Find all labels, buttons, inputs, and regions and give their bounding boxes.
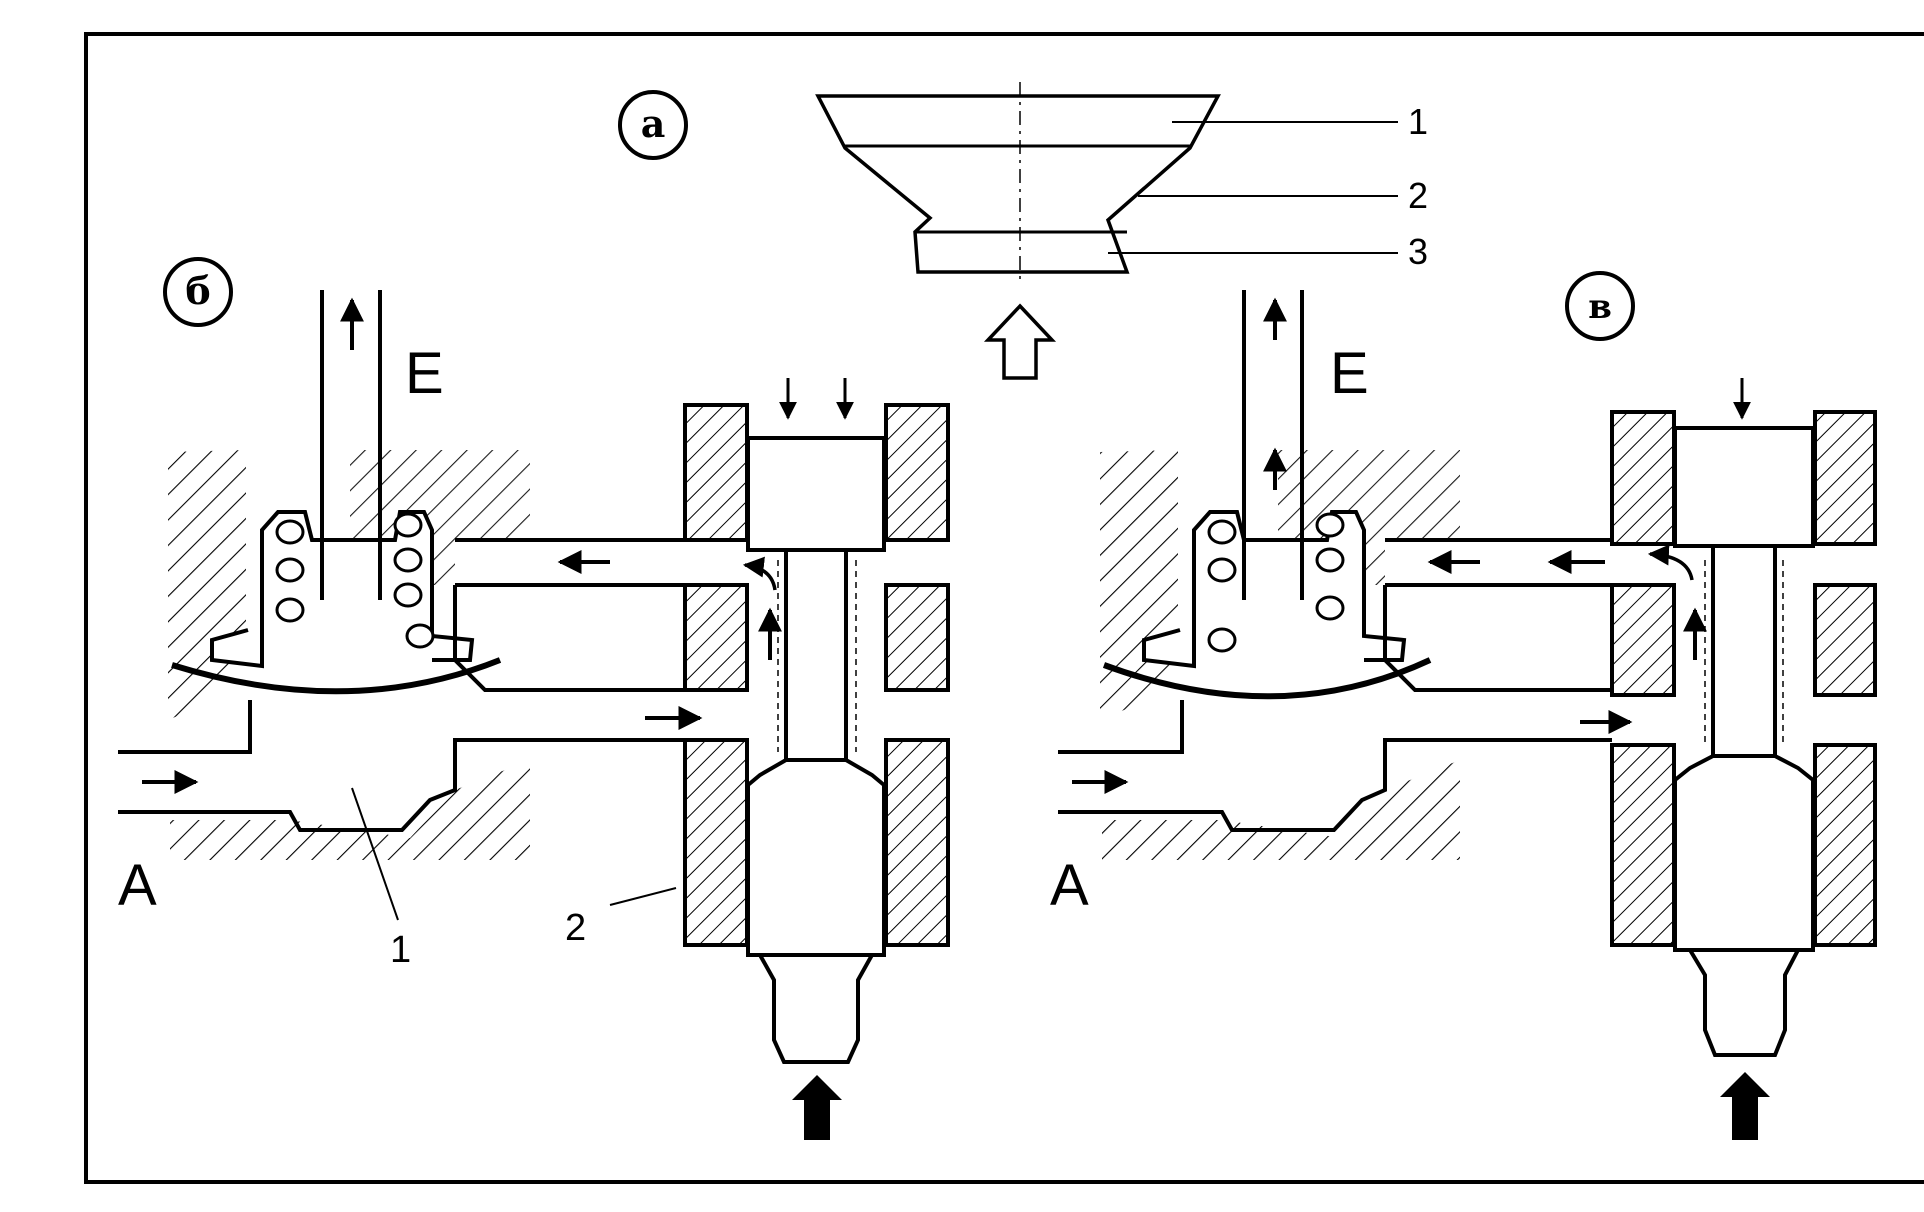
hollow-up-arrow-icon <box>983 303 1057 380</box>
panel-a: 1 2 3 а <box>618 82 1428 380</box>
block-upper-left <box>683 403 749 542</box>
plunger <box>746 436 886 1064</box>
panel-marker-circle-c <box>1565 271 1635 341</box>
panel-marker-circle-a <box>618 90 688 160</box>
block-middle-right <box>884 583 950 692</box>
callout-body: 2 <box>565 907 586 949</box>
block-lower-right-c <box>1813 743 1877 947</box>
housing-hatch-lower <box>170 760 530 860</box>
callout-membrane: 1 <box>390 929 411 971</box>
valve-body <box>210 510 475 669</box>
block-lower-left <box>683 738 749 947</box>
panel-b: б <box>118 257 950 1140</box>
block-upper-right <box>884 403 950 542</box>
plunger-c <box>1673 426 1815 1057</box>
block-middle-left <box>683 583 749 692</box>
membrane <box>171 657 502 695</box>
panel-marker-circle-b <box>163 257 233 327</box>
push-arrow-icon-c <box>1720 1072 1770 1140</box>
panel-c: в <box>1050 271 1877 1140</box>
flow-arrow-curve <box>742 556 777 591</box>
spring-coils-left-c <box>1207 519 1237 653</box>
block-lower-left-c <box>1610 743 1676 947</box>
spring-coils-right-c <box>1315 512 1345 621</box>
inlet-channel-a-c <box>1058 700 1612 832</box>
panel-marker-b: б <box>185 268 210 313</box>
block-upper-left-c <box>1610 410 1676 546</box>
upper-passage-c <box>1383 538 1612 692</box>
block-upper-right-c <box>1813 410 1877 546</box>
spring-coils-right <box>393 512 435 649</box>
flow-arrow-curve-c <box>1647 544 1694 581</box>
membrane-c <box>1102 657 1432 700</box>
block-middle-right-c <box>1813 583 1877 697</box>
label-supply-c: A <box>1050 853 1089 918</box>
panel-marker-c: в <box>1588 287 1612 327</box>
housing-hatch-lower-c <box>1102 760 1460 860</box>
figure-frame <box>84 32 1924 1184</box>
push-arrow-icon <box>792 1075 842 1140</box>
block-lower-right <box>884 738 950 947</box>
nozzle-body <box>815 94 1221 274</box>
label-exhaust-c: E <box>1330 341 1369 406</box>
panel-marker-a: а <box>641 101 666 146</box>
label-supply-b: A <box>118 853 157 918</box>
inlet-channel-a <box>118 700 735 832</box>
label-exhaust-b: E <box>405 341 444 406</box>
spring-coils-left <box>275 519 305 623</box>
block-middle-left-c <box>1610 583 1676 697</box>
part-label-2: 2 <box>1408 175 1428 216</box>
valve-body-c <box>1142 510 1407 669</box>
part-label-1: 1 <box>1408 101 1428 142</box>
part-label-3: 3 <box>1408 231 1428 272</box>
